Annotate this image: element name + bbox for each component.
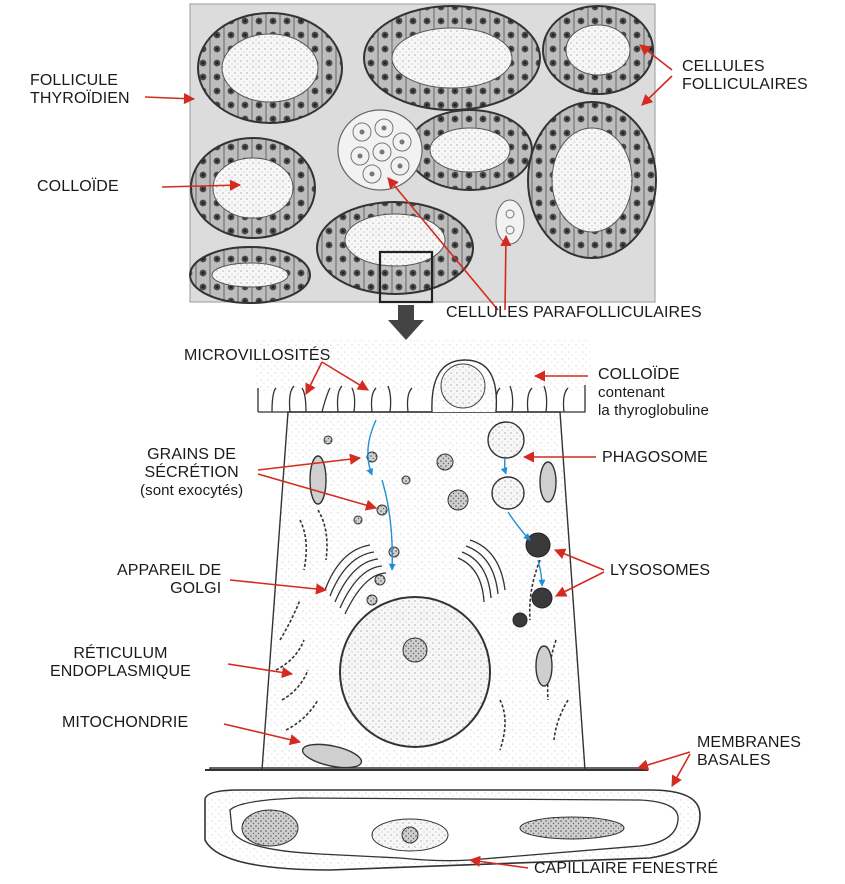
label-reticulum: RÉTICULUM ENDOPLASMIQUE bbox=[50, 645, 191, 681]
follicle-8 bbox=[190, 247, 310, 303]
label-colloide-top: COLLOÏDE bbox=[37, 178, 119, 196]
follicle-4 bbox=[191, 138, 315, 238]
capillary bbox=[205, 790, 700, 870]
label-cellules-folliculaires: CELLULES FOLLICULAIRES bbox=[682, 58, 808, 94]
label-microvillosites: MICROVILLOSITÉS bbox=[184, 347, 330, 365]
label-grains-secretion: GRAINS DE SÉCRÉTION (sont exocytés) bbox=[140, 446, 243, 500]
follicle-1 bbox=[198, 13, 342, 123]
follicle-6 bbox=[528, 102, 656, 258]
label-capillaire-fenestre: CAPILLAIRE FENESTRÉ bbox=[534, 860, 718, 878]
label-appareil-golgi: APPAREIL DE GOLGI bbox=[117, 562, 221, 598]
nucleus bbox=[340, 597, 490, 747]
label-follicule-thyroidien: FOLLICULE THYROÏDIEN bbox=[30, 72, 130, 108]
histology-panel bbox=[190, 4, 656, 303]
label-phagosome: PHAGOSOME bbox=[602, 449, 708, 467]
label-membranes-basales: MEMBRANES BASALES bbox=[697, 734, 801, 770]
zoom-down-arrow-icon bbox=[388, 305, 424, 340]
follicle-7 bbox=[317, 202, 473, 294]
parafollicular-small bbox=[496, 200, 524, 244]
follicle-5 bbox=[408, 110, 532, 190]
parafollicular-cluster bbox=[338, 110, 422, 190]
phagosome bbox=[488, 422, 524, 458]
label-lysosomes: LYSOSOMES bbox=[610, 562, 710, 580]
label-mitochondrie: MITOCHONDRIE bbox=[62, 714, 188, 732]
label-colloide-bottom: COLLOÏDE contenant la thyroglobuline bbox=[598, 366, 709, 420]
follicle-3 bbox=[543, 6, 653, 94]
label-cellules-parafolliculaires: CELLULES PARAFOLLICULAIRES bbox=[446, 304, 702, 322]
follicle-2 bbox=[364, 6, 540, 110]
